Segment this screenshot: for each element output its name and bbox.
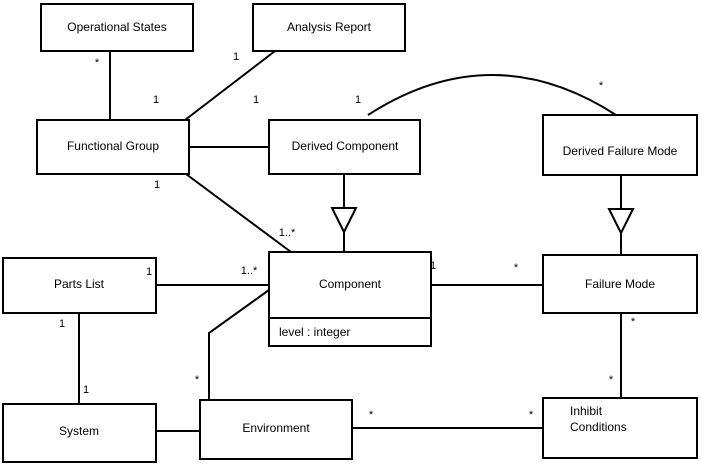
class-box-rect-derived-component — [268, 119, 421, 175]
multiplicity-derived-component-arc-end: 1 — [355, 94, 361, 106]
multiplicity-labels: * 1 1 1 1 1 * 1..* 1 1..* 1 * 1 1 * * * … — [59, 51, 636, 421]
multiplicity-system-parts-list-end: 1 — [83, 384, 89, 396]
multiplicity-analysis-report-end: 1 — [233, 51, 239, 63]
multiplicity-derived-component-end: 1 — [253, 94, 259, 106]
class-box-rect-system — [2, 403, 157, 463]
multiplicity-failure-mode-inhibit-end: * — [631, 316, 636, 328]
class-name-component: Component — [319, 277, 382, 291]
multiplicity-component-failure-mode-end: 1 — [430, 260, 436, 272]
multiplicity-inhibit-environment-end: * — [529, 409, 534, 421]
class-box-functional-group[interactable]: Functional Group — [36, 119, 190, 175]
class-box-environment[interactable]: Environment — [199, 399, 353, 460]
class-name-failure-mode: Failure Mode — [585, 277, 655, 291]
generalization-derived-failure-mode-failure-mode[interactable] — [607, 175, 635, 255]
class-name-derived-failure-mode: Derived Failure Mode — [563, 144, 678, 158]
class-box-rect-derived-failure-mode — [542, 114, 698, 176]
class-name-inhibit-conditions-line1: Inhibit — [570, 404, 603, 418]
class-box-operational-states[interactable]: Operational States — [40, 3, 194, 52]
assoc-functional-group-analysis-report[interactable] — [184, 50, 276, 121]
multiplicity-parts-list-end: 1 — [146, 266, 152, 278]
class-name-inhibit-conditions-line2: Conditions — [570, 420, 627, 434]
multiplicity-component-parts-list-end: 1..* — [241, 265, 258, 277]
class-box-failure-mode[interactable]: Failure Mode — [542, 254, 698, 314]
multiplicity-component-functional-group-end: 1..* — [279, 227, 296, 239]
class-name-operational-states: Operational States — [67, 20, 166, 34]
class-box-rect-functional-group — [36, 119, 190, 175]
class-attribute-component-level: level : integer — [279, 325, 350, 339]
assoc-component-environment[interactable] — [208, 289, 270, 400]
class-attributes-box-component — [268, 317, 432, 347]
class-box-parts-list[interactable]: Parts List — [2, 257, 157, 314]
association-lines — [78, 50, 622, 432]
multiplicity-functional-group-analysis-report-end: 1 — [153, 94, 159, 106]
multiplicity-inhibit-failure-mode-end: * — [609, 374, 614, 386]
class-name-environment: Environment — [242, 421, 310, 435]
class-box-inhibit-conditions[interactable]: Inhibit Conditions — [542, 397, 698, 459]
assoc-derived-component-derived-failure-mode[interactable] — [367, 74, 617, 116]
generalization-derived-component-component[interactable] — [330, 174, 358, 252]
multiplicity-environment-component-end: * — [195, 374, 200, 386]
class-name-parts-list: Parts List — [54, 277, 105, 291]
class-box-rect-component — [268, 251, 432, 319]
multiplicity-environment-inhibit-end: * — [369, 409, 374, 421]
multiplicity-derived-failure-mode-arc-end: * — [599, 80, 604, 92]
multiplicity-parts-list-system-end: 1 — [59, 318, 65, 330]
class-name-derived-component: Derived Component — [292, 139, 399, 153]
class-box-rect-inhibit-conditions — [542, 397, 698, 459]
assoc-functional-group-component[interactable] — [185, 173, 292, 253]
class-box-rect-parts-list — [2, 257, 157, 314]
generalization-triangle-icon-dfm-fm — [607, 208, 635, 236]
class-box-rect-operational-states — [40, 3, 194, 52]
class-box-analysis-report[interactable]: Analysis Report — [252, 3, 406, 52]
multiplicity-operational-states-end: * — [95, 57, 100, 69]
class-name-analysis-report: Analysis Report — [287, 20, 372, 34]
multiplicity-functional-group-component-end: 1 — [154, 179, 160, 191]
class-box-rect-environment — [199, 399, 353, 460]
class-box-system[interactable]: System — [2, 403, 157, 463]
generalization-triangle-icon-dc-cmp — [330, 207, 358, 235]
class-box-component[interactable]: Component level : integer — [268, 251, 432, 347]
class-box-derived-component[interactable]: Derived Component — [268, 119, 421, 175]
class-name-functional-group: Functional Group — [67, 139, 159, 153]
class-box-derived-failure-mode[interactable]: Derived Failure Mode — [542, 114, 698, 176]
class-name-system: System — [59, 424, 99, 438]
class-box-rect-failure-mode — [542, 254, 698, 314]
multiplicity-failure-mode-component-end: * — [514, 262, 519, 274]
class-box-rect-analysis-report — [252, 3, 406, 52]
